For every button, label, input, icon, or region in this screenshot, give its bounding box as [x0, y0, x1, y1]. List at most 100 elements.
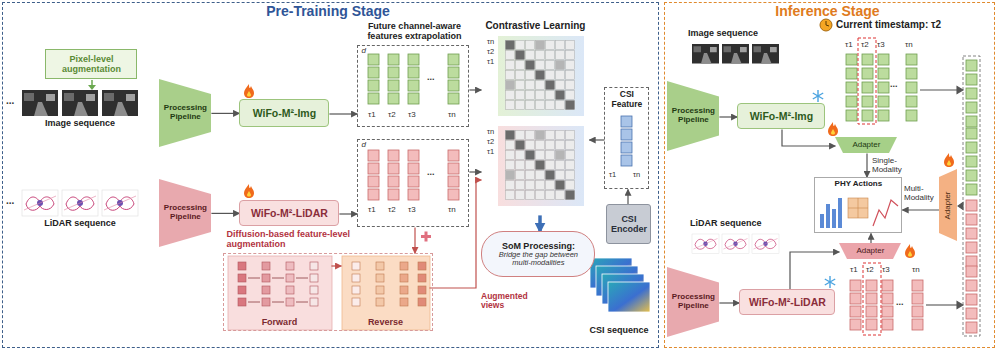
frozen-icons — [813, 90, 823, 102]
frozen-icons — [825, 276, 835, 288]
shape-fill — [159, 179, 211, 247]
trainable-icons — [244, 84, 254, 98]
inference-image-thumbnails — [692, 44, 719, 64]
connector — [339, 213, 357, 214]
phy-actions-art — [848, 198, 868, 218]
reverse-cells — [352, 262, 426, 306]
node-text: Bridge the gap between multi-modalities — [492, 251, 584, 268]
augmentation-block: Diffusion-based feature-level augmentati… — [223, 253, 433, 331]
connector — [719, 116, 737, 117]
trainable-icons — [944, 153, 954, 167]
csi-sequence — [590, 258, 650, 312]
diffusion-stage: Forward — [227, 255, 331, 329]
model-box: WiFo-M²-Img — [239, 99, 329, 127]
forward-arrows — [296, 278, 308, 279]
node-text: CSI Feature — [607, 90, 646, 109]
image-thumbnails — [62, 90, 98, 116]
ellipsis: ... — [6, 95, 14, 106]
connector — [429, 180, 481, 288]
inference-lidar-thumbnails — [752, 234, 779, 254]
csi-feature-cells — [621, 116, 632, 166]
multi-modal-cells — [966, 60, 977, 127]
connector — [331, 265, 341, 266]
inference-lidar-thumbnails — [692, 234, 719, 254]
connector — [790, 252, 839, 289]
clock-icon — [826, 25, 829, 26]
timestamp: Current timestamp: τ2 — [836, 19, 941, 30]
phy-actions-art — [820, 198, 898, 228]
shape-fill — [839, 243, 901, 259]
contrastive-block: Contrastive Learning — [481, 35, 589, 215]
phy-actions-art — [826, 204, 830, 228]
time-index: τn — [448, 206, 456, 215]
reverse-cells — [352, 262, 360, 306]
time-index: τ2 — [866, 266, 874, 275]
phy-actions-art — [820, 214, 824, 228]
time-index: τ1 — [845, 41, 853, 50]
node-text: Pixel-level augmentation — [48, 54, 134, 74]
multi-modal-cells — [966, 60, 977, 333]
forward-arrows — [296, 302, 308, 303]
time-index: τ2 — [388, 111, 396, 120]
time-index: τn — [912, 266, 920, 275]
clock-icon — [820, 19, 832, 31]
connector — [902, 209, 939, 210]
edge-label: Multi-Modality — [904, 185, 938, 203]
adapter-trapezoid: Adapter — [835, 137, 897, 153]
pipeline-trapezoid: Processing Pipeline — [159, 79, 211, 147]
time-index: τ1 — [487, 58, 494, 66]
edge-label: Single-Modality — [872, 157, 916, 175]
heading: Future channel-aware features extrapolat… — [352, 21, 476, 41]
inference-image-thumbnails — [722, 44, 749, 64]
lidar-feature-cells — [368, 150, 459, 200]
node-text: CSI Encoder — [609, 214, 648, 234]
clock-icon — [820, 19, 832, 31]
processing-cloud: SoM Processing:Bridge the gap between mu… — [481, 231, 595, 277]
forward-cells — [310, 262, 318, 306]
connector — [866, 153, 867, 177]
image-feature-cells — [388, 54, 399, 104]
csi-feature-cells — [621, 116, 632, 166]
phy-actions-art — [838, 198, 842, 228]
pipeline-trapezoid: Processing Pipeline — [667, 81, 719, 151]
connector — [211, 113, 239, 114]
lidar-thumbnails — [102, 190, 138, 216]
inference-image-features — [862, 54, 873, 121]
forward-arrows — [248, 302, 260, 303]
phy-actions-art — [873, 200, 898, 226]
time-index: τ1 — [368, 206, 376, 215]
time-index: τ2 — [487, 48, 494, 56]
inference-lidar-features — [912, 280, 923, 330]
lidar-feature-cells — [408, 150, 419, 200]
node-text: Processing Pipeline — [161, 104, 209, 122]
encoder-box: CSI Encoder — [606, 204, 651, 244]
similarity-matrices — [498, 126, 584, 206]
image-feature-cells — [408, 54, 419, 104]
node-text: Adapter — [944, 191, 953, 219]
phy-actions-art — [832, 209, 836, 228]
forward-arrows — [248, 278, 260, 279]
similarity-matrices — [498, 36, 584, 116]
node-text: Reverse — [368, 317, 403, 327]
forward-arrows — [248, 278, 308, 302]
multi-modal-cells — [966, 200, 977, 267]
ellipsis: ... — [427, 168, 435, 178]
lidar-feature-cells — [388, 150, 399, 200]
inference-image-features — [906, 54, 917, 121]
ellipsis: ... — [6, 195, 14, 206]
time-index: τn — [905, 41, 913, 50]
trainable-icons — [244, 184, 254, 198]
shape-fill — [667, 81, 719, 151]
current-step-box — [858, 38, 876, 124]
node-text: WiFo-M²-Img — [253, 108, 316, 120]
heading: Inference Stage — [665, 4, 990, 20]
adapter-trapezoid: Adapter — [939, 169, 957, 241]
plus-symbol — [421, 232, 431, 242]
image-feature-cells — [368, 54, 459, 104]
forward-cells — [238, 262, 246, 306]
forward-cells — [262, 262, 270, 306]
lidar-feature-cells — [448, 150, 459, 200]
connector — [870, 233, 871, 243]
similarity-matrices — [506, 41, 575, 110]
image-thumbnails — [22, 90, 58, 116]
